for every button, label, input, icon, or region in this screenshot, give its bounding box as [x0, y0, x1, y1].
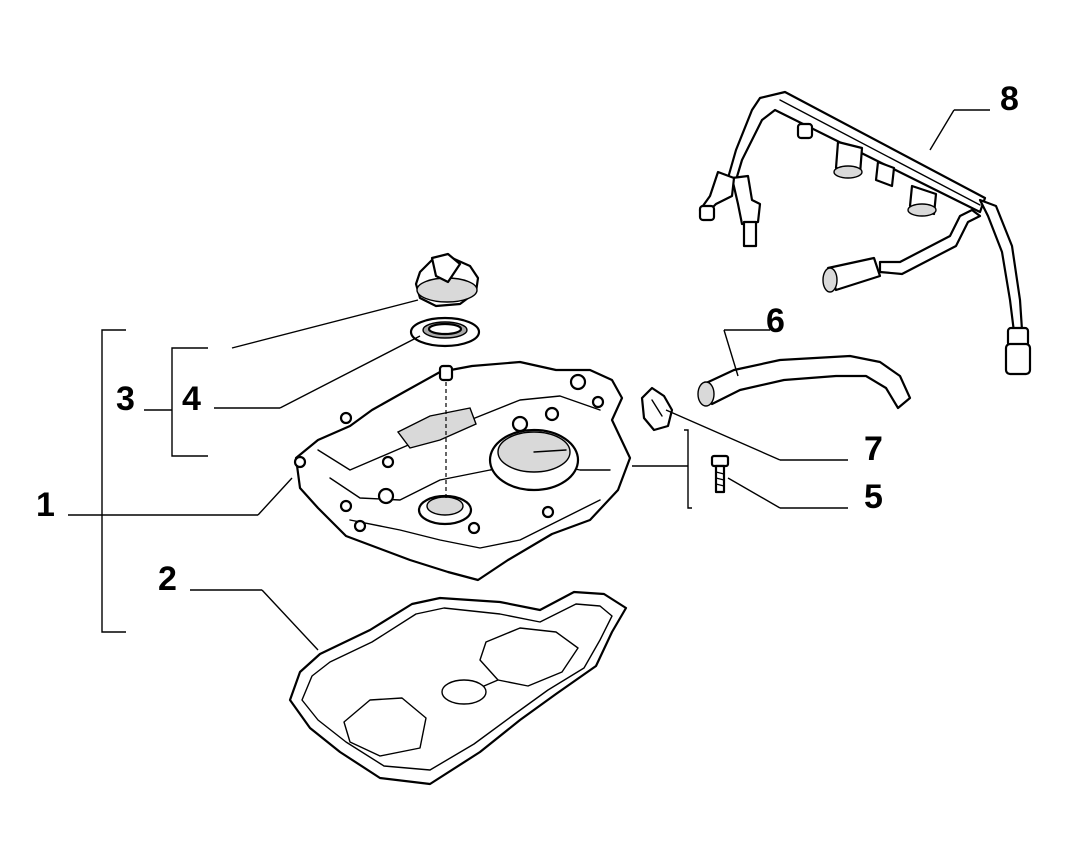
- part-1-rocker-cover: [293, 360, 632, 582]
- part-8-breather-pipe-assembly: [698, 90, 1032, 376]
- part-6-hose: [697, 354, 912, 410]
- callout-1: 1: [36, 486, 55, 524]
- part-4-cap-seal-ring: [409, 316, 481, 348]
- callout-labels: 1 2 3 4 5 6 7 8: [36, 80, 1019, 598]
- part-3-oil-filler-cap: [414, 252, 480, 308]
- callout-5: 5: [864, 478, 883, 516]
- part-7-clamp: [640, 386, 674, 432]
- leader-lines: [68, 109, 990, 651]
- part-2-cover-gasket: [288, 590, 628, 786]
- callout-3: 3: [116, 380, 135, 418]
- callout-7: 7: [864, 430, 883, 468]
- callout-2: 2: [158, 560, 177, 598]
- callout-4: 4: [182, 380, 201, 418]
- callout-6: 6: [766, 302, 785, 340]
- part-5-stud-bolt: [710, 454, 730, 494]
- callout-8: 8: [1000, 80, 1019, 118]
